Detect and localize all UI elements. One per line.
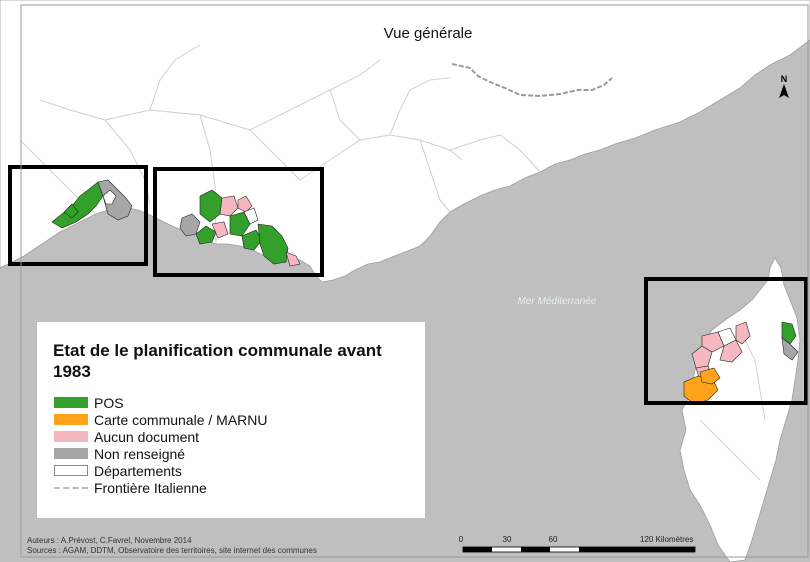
zone-3-communes [683, 321, 799, 405]
zone-2-communes [179, 189, 301, 267]
legend-label: Aucun document [94, 428, 200, 445]
legend-item-departements: Départements [54, 462, 268, 479]
scale-label-0: 0 [459, 535, 464, 544]
zone-frame-2 [153, 167, 324, 277]
legend-swatch-carte-communale [54, 414, 88, 425]
legend-swatch-non-renseigne [54, 448, 88, 459]
map-title: Vue générale [384, 25, 473, 42]
legend-label: Frontière Italienne [94, 479, 207, 496]
scale-label-60: 60 [549, 535, 558, 544]
legend-item-aucun-document: Aucun document [54, 428, 268, 445]
sea-label: Mer Méditerranée [518, 296, 597, 307]
legend-swatch-pos [54, 397, 88, 408]
legend-label: Départements [94, 462, 182, 479]
legend-item-frontiere-italienne: Frontière Italienne [54, 479, 268, 496]
north-arrow-icon: N [779, 74, 789, 98]
legend-items: POS Carte communale / MARNU Aucun docume… [54, 394, 268, 496]
scale-label-120: 120 Kilomètres [640, 535, 693, 544]
map-frame [20, 4, 809, 558]
legend-label: Carte communale / MARNU [94, 411, 268, 428]
italian-border [451, 63, 613, 98]
zone-1-communes [51, 179, 133, 229]
credits-authors: Auteurs : A.Prévost, C.Favrel, Novembre … [27, 536, 192, 545]
legend-item-carte-communale: Carte communale / MARNU [54, 411, 268, 428]
legend-item-non-renseigne: Non renseigné [54, 445, 268, 462]
zone-frame-3 [644, 277, 808, 405]
scale-bar: 0 30 60 120 Kilomètres [459, 535, 696, 553]
legend-item-pos: POS [54, 394, 268, 411]
legend: Etat de le planification communale avant… [37, 322, 425, 518]
legend-swatch-departements [54, 465, 88, 476]
legend-label: POS [94, 394, 124, 411]
scale-label-30: 30 [503, 535, 512, 544]
credits-sources: Sources : AGAM, DDTM, Observatoire des t… [27, 546, 317, 555]
legend-swatch-aucun-document [54, 431, 88, 442]
legend-title: Etat de le planification communale avant… [53, 341, 382, 381]
zone-frame-1 [8, 165, 148, 266]
svg-text:N: N [781, 74, 788, 84]
legend-label: Non renseigné [94, 445, 186, 462]
legend-swatch-frontiere-italienne [54, 486, 88, 489]
